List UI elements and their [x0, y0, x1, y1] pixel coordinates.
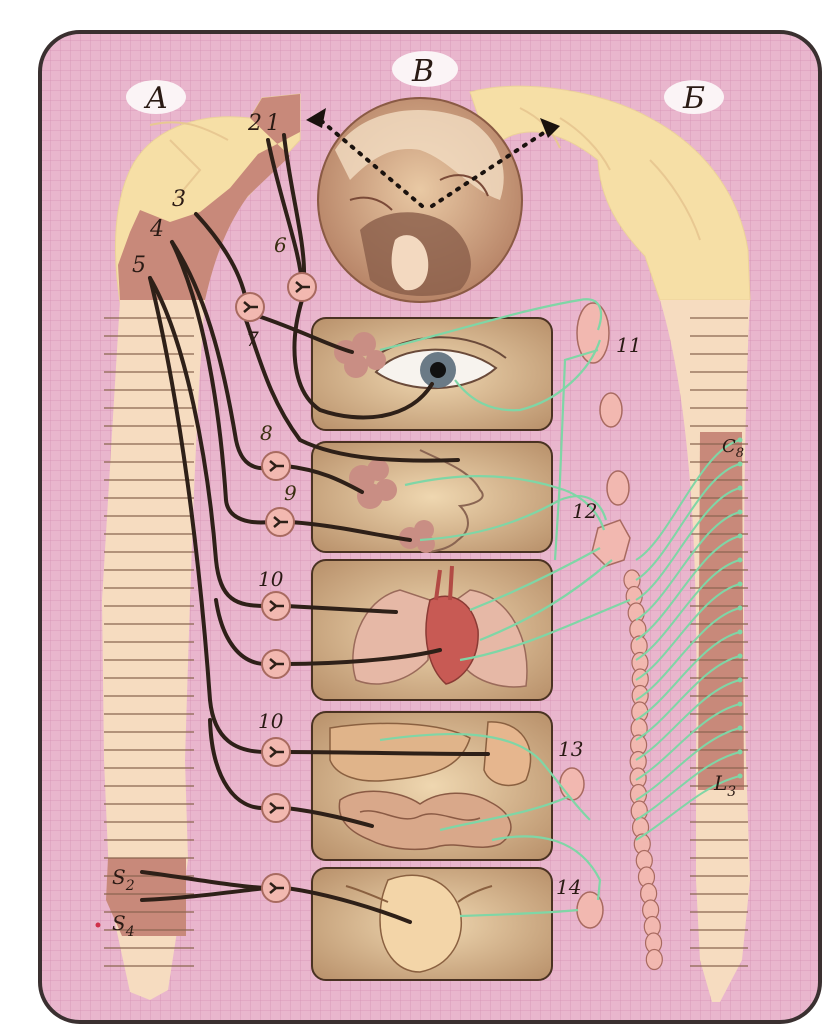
fiber-origin-dot — [738, 582, 743, 587]
chain-ganglion — [646, 950, 662, 970]
label-6: 6 — [274, 233, 287, 257]
fiber-origin-dot — [738, 678, 743, 683]
fiber-origin-dot — [738, 702, 743, 707]
label-12: 12 — [572, 499, 597, 523]
fiber-origin-dot — [738, 726, 743, 731]
label-14: 14 — [556, 875, 581, 899]
label-2: 2 — [247, 111, 262, 136]
fiber-origin-dot — [738, 486, 743, 491]
ganglion-lower-cervical — [607, 471, 629, 505]
label-a: A — [143, 81, 168, 116]
label-7: 7 — [246, 327, 259, 351]
fiber-origin-dot — [738, 606, 743, 611]
ganglion-middle-cervical — [600, 393, 622, 427]
label-4: 4 — [149, 217, 164, 242]
label-10b: 10 — [258, 709, 284, 733]
fiber-origin-dot — [738, 534, 743, 539]
fiber-origin-dot — [738, 462, 743, 467]
red-marker — [96, 923, 101, 928]
label-1: 1 — [266, 111, 280, 136]
label-10a: 10 — [258, 567, 284, 591]
fiber-origin-dot — [738, 774, 743, 779]
fiber-origin-dot — [738, 654, 743, 659]
ganglion-13 — [560, 768, 584, 800]
fiber-origin-dot — [738, 510, 743, 515]
fiber-origin-dot — [738, 630, 743, 635]
fiber-origin-dot — [738, 438, 743, 443]
label-11: 11 — [616, 333, 641, 357]
label-be: Б — [682, 81, 705, 116]
fiber-origin-dot — [738, 750, 743, 755]
label-8: 8 — [260, 421, 273, 445]
label-3: 3 — [172, 187, 186, 212]
fiber-origin-dot — [738, 558, 743, 563]
label-5: 5 — [132, 253, 146, 278]
label-13: 13 — [558, 737, 583, 761]
label-b: B — [411, 54, 434, 89]
label-9: 9 — [284, 481, 297, 505]
